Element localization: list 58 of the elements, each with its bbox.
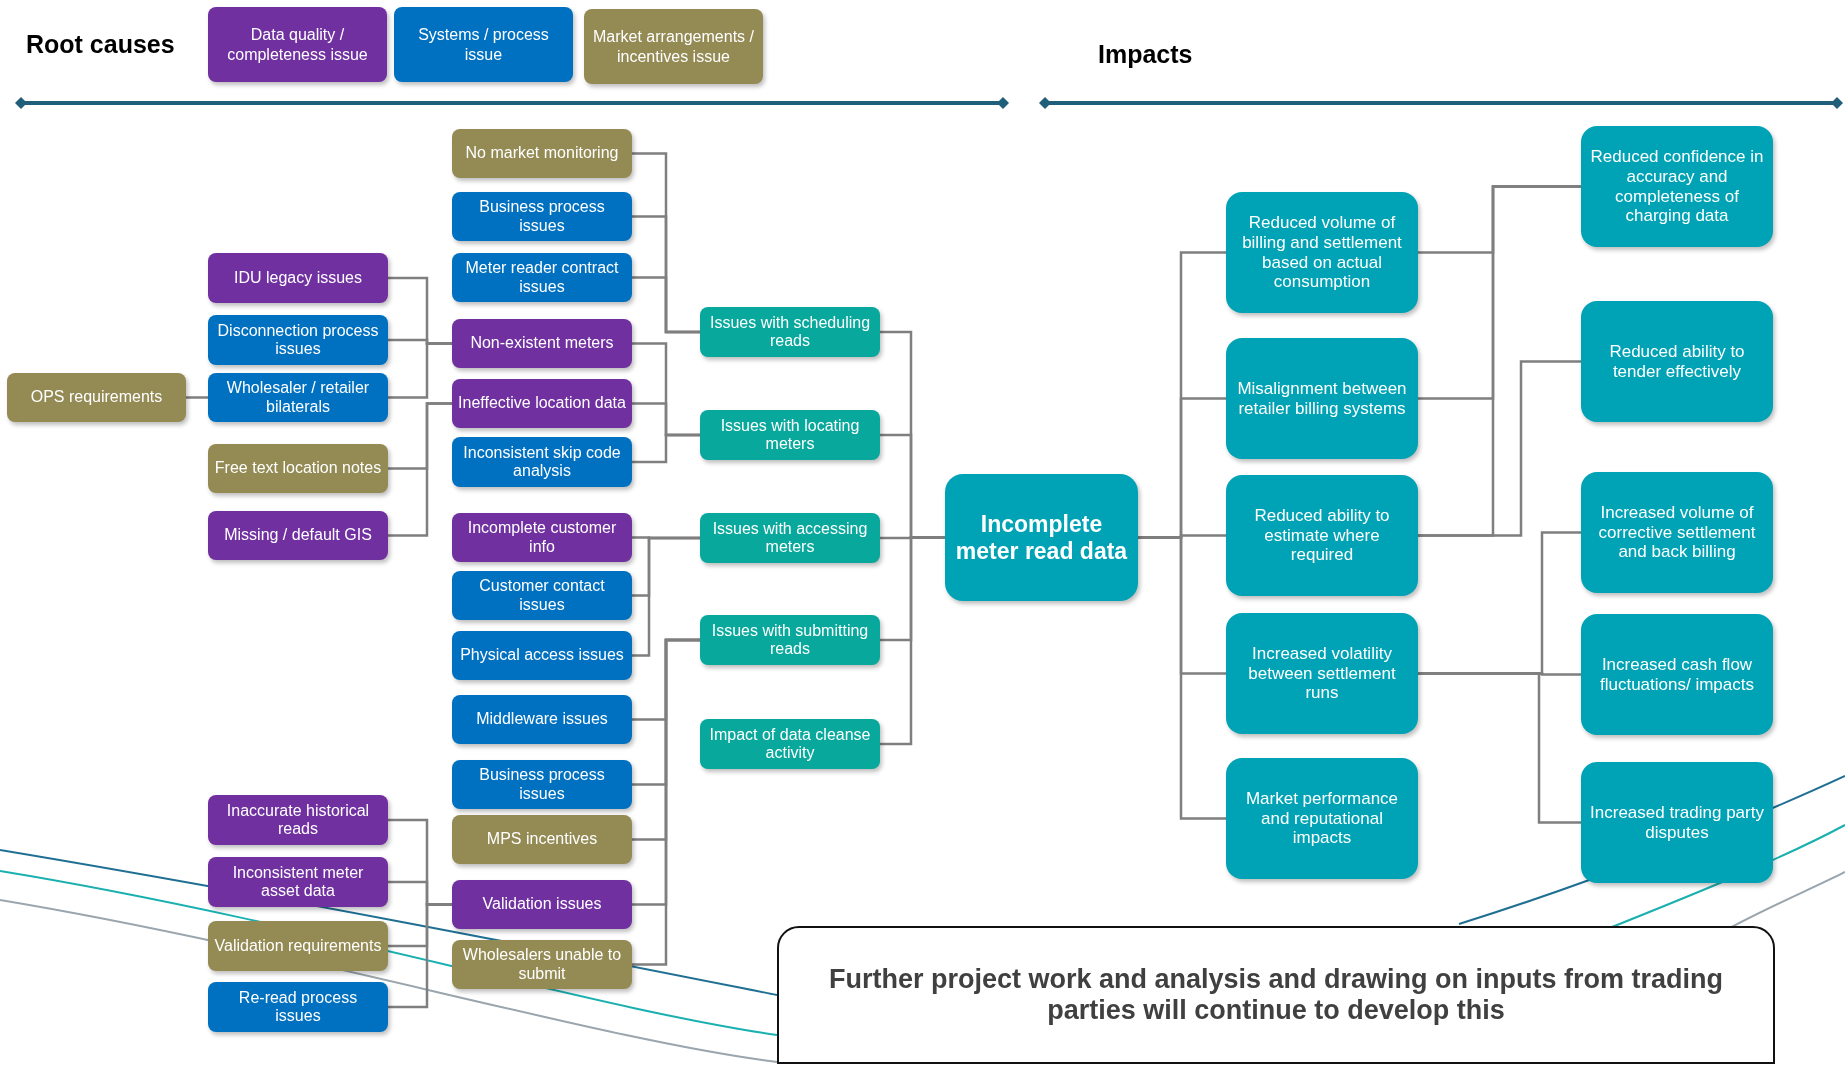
- section-heading: Root causes: [26, 30, 175, 59]
- impact-box: Reduced volume of billing and settlement based on actual consumption: [1226, 192, 1418, 313]
- connector-line: [1418, 360, 1581, 537]
- impact-box: Reduced ability to estimate where required: [1226, 475, 1418, 596]
- cause-box: Validation issues: [452, 880, 632, 929]
- impact-box: Reduced ability to tender effectively: [1581, 301, 1773, 422]
- cause-box: Non-existent meters: [452, 319, 632, 368]
- issue-box: Issues with locating meters: [700, 410, 880, 460]
- connector-line: [1138, 536, 1226, 820]
- cause-box: MPS incentives: [452, 815, 632, 864]
- cause-box: Business process issues: [452, 192, 632, 241]
- central-problem-box: Incomplete meter read data: [945, 474, 1138, 601]
- issue-box: Issues with scheduling reads: [700, 307, 880, 357]
- cause-box: Free text location notes: [208, 444, 388, 493]
- cause-box: Re-read process issues: [208, 982, 388, 1032]
- cause-box: Ineffective location data: [452, 379, 632, 428]
- legend-swatch: Data quality / completeness issue: [208, 7, 387, 82]
- connector-line: [1418, 672, 1581, 824]
- cause-box: Inconsistent meter asset data: [208, 857, 388, 907]
- note-box: Further project work and analysis and drawing on inputs from trading parties will continue to develop this: [777, 926, 1775, 1064]
- cause-box: IDU legacy issues: [208, 253, 388, 303]
- connector-line: [632, 536, 700, 657]
- cause-box: Wholesaler / retailer bilaterals: [208, 373, 388, 422]
- legend-swatch: Market arrangements / incentives issue: [584, 9, 763, 84]
- connector-line: [388, 402, 452, 537]
- connector-line: [632, 433, 700, 464]
- legend-swatch: Systems / process issue: [394, 7, 573, 82]
- cause-box: Customer contact issues: [452, 571, 632, 620]
- cause-box: Meter reader contract issues: [452, 253, 632, 302]
- connector-line: [388, 903, 452, 1009]
- cause-box: Physical access issues: [452, 631, 632, 680]
- issue-box: Impact of data cleanse activity: [700, 719, 880, 769]
- issue-box: Issues with submitting reads: [700, 615, 880, 665]
- impact-box: Market performance and reputational impacts: [1226, 758, 1418, 879]
- connector-line: [186, 396, 208, 399]
- cause-box: No market monitoring: [452, 129, 632, 178]
- cause-box: Wholesalers unable to submit: [452, 940, 632, 989]
- connector-line: [632, 638, 700, 966]
- cause-box: Inaccurate historical reads: [208, 795, 388, 845]
- impact-box: Reduced confidence in accuracy and completeness of charging data: [1581, 126, 1773, 247]
- cause-box: Business process issues: [452, 760, 632, 809]
- issue-box: Issues with accessing meters: [700, 513, 880, 563]
- cause-box: Incomplete customer info: [452, 513, 632, 562]
- cause-box: OPS requirements: [7, 373, 186, 422]
- connector-line: [388, 342, 452, 399]
- cause-box: Validation requirements: [208, 921, 388, 971]
- impact-box: Increased trading party disputes: [1581, 762, 1773, 883]
- connector-line: [632, 276, 700, 334]
- impact-box: Increased cash flow fluctuations/ impacts: [1581, 614, 1773, 735]
- cause-box: Missing / default GIS: [208, 511, 388, 560]
- impact-box: Increased volatility between settlement runs: [1226, 613, 1418, 734]
- cause-box: Disconnection process issues: [208, 315, 388, 365]
- cause-box: Inconsistent skip code analysis: [452, 437, 632, 487]
- cause-box: Middleware issues: [452, 695, 632, 744]
- impact-box: Increased volume of corrective settlement and back billing: [1581, 472, 1773, 593]
- section-heading: Impacts: [1098, 40, 1193, 69]
- connector-line: [880, 536, 945, 746]
- impact-box: Misalignment between retailer billing systems: [1226, 338, 1418, 459]
